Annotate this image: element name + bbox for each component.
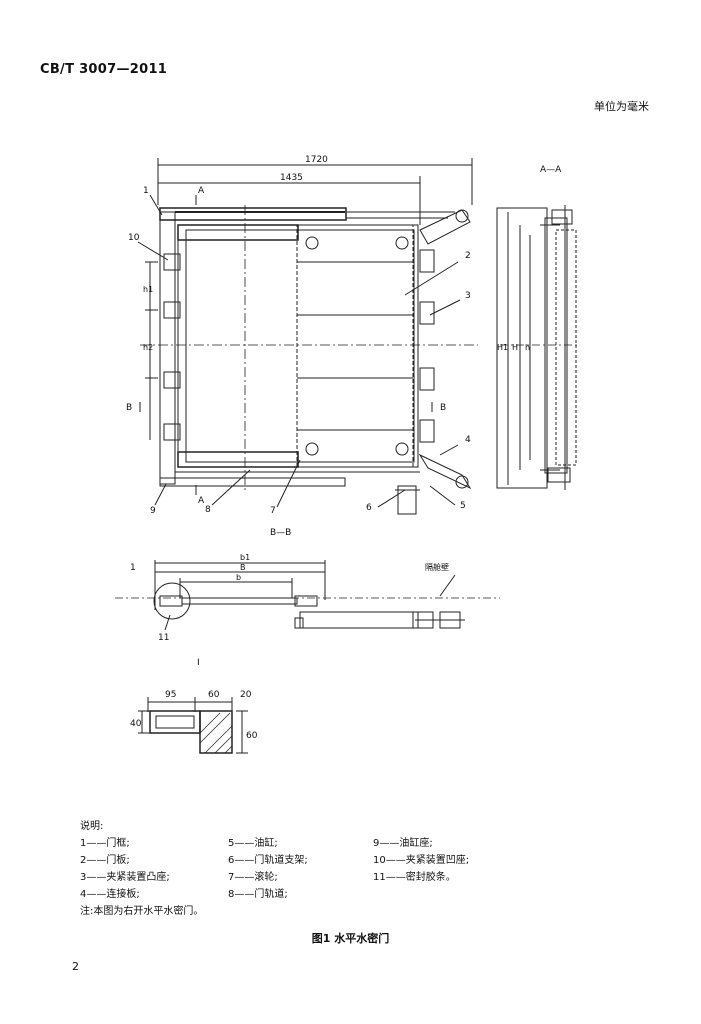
callout-1-bb: 1 [130,563,136,573]
standard-code: CB/T 3007—2011 [40,62,168,77]
note-item: 10——夹紧装置凹座; [373,855,470,866]
callout-4: 4 [465,435,471,445]
callout-7: 7 [270,506,276,516]
detail-i-label: I [197,658,200,668]
notes-row: 3——夹紧装置凸座; 7——滚轮; 11——密封胶条。 [80,869,523,886]
notes-remark: 注:本图为右开水平水密门。 [80,906,204,917]
callout-5: 5 [460,501,466,511]
callout-8: 8 [205,505,211,515]
unit-note: 单位为毫米 [594,100,649,113]
bulkhead-label: 隔舱壁 [425,562,449,572]
dim-60-vertical: 60 [246,731,258,741]
note-item: 6——门轨道支架; [228,855,308,866]
dim-b: b [236,573,241,582]
dim-40: 40 [130,719,142,729]
note-item: 1——门框; [80,838,130,849]
section-mark-a-bottom: A [198,496,205,506]
notes-heading: 说明: [80,821,104,832]
note-item: 2——门板; [80,855,130,866]
dim-H1: H1 [497,343,508,352]
section-aa-label: A—A [540,165,562,175]
note-item: 3——夹紧装置凸座; [80,872,170,883]
dim-b1: b1 [240,553,250,562]
dim-20: 20 [240,690,252,700]
note-item: 9——油缸座; [373,838,433,849]
notes-row: 4——连接板; 8——门轨道; [80,886,523,903]
callout-11: 11 [158,633,169,643]
callout-2: 2 [465,251,471,261]
callout-6: 6 [366,503,372,513]
callout-1: 1 [143,186,149,196]
dim-B: B [240,563,246,572]
note-item: 7——滚轮; [228,872,278,883]
section-mark-b-right: B [440,403,446,413]
dim-h: h [525,343,530,352]
note-item: 4——连接板; [80,889,140,900]
callout-3: 3 [465,291,471,301]
dim-1720: 1720 [305,155,328,165]
notes-row: 1——门框; 5——油缸; 9——油缸座; [80,835,523,852]
dim-H: H [512,343,518,352]
dim-95: 95 [165,690,176,700]
dim-h2: h2 [143,343,153,352]
note-item [373,886,523,903]
page-number: 2 [72,960,79,973]
figure-caption: 图1 水平水密门 [311,932,390,945]
callout-9: 9 [150,506,156,516]
section-mark-a-top: A [198,186,205,196]
dim-h1: h1 [143,285,153,294]
dim-60: 60 [208,690,220,700]
notes-row: 2——门板; 6——门轨道支架; 10——夹紧装置凹座; [80,852,523,869]
section-mark-b-left: B [126,403,132,413]
note-item: 11——密封胶条。 [373,872,456,883]
callout-10: 10 [128,233,140,243]
note-item: 5——油缸; [228,838,278,849]
notes-block: 说明: 1——门框; 5——油缸; 9——油缸座; 2——门板; 6——门轨道支… [80,818,523,920]
note-item: 8——门轨道; [228,889,288,900]
section-bb-label: B—B [270,528,291,538]
dim-1435: 1435 [280,173,303,183]
